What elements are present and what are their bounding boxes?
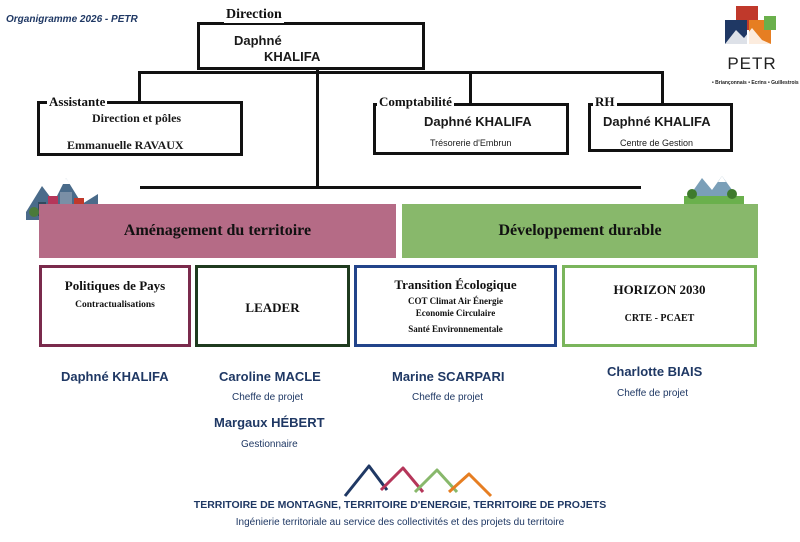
connector-rh [661, 71, 664, 104]
direction-name-line2: KHALIFA [264, 49, 321, 64]
theme-transition-sub-cot: COT Climat Air Énergie [408, 296, 503, 306]
page-title: Organigramme 2026 - PETR [6, 14, 138, 25]
rh-name: Daphné KHALIFA [603, 114, 711, 129]
mountains-icon [343, 464, 493, 498]
footer-subtitle: Ingénierie territoriale au service des c… [235, 517, 565, 528]
theme-transition-sub-economie: Economie Circulaire [415, 308, 496, 318]
connector-compta [469, 71, 472, 104]
assistante-name: Emmanuelle RAVAUX [67, 138, 184, 152]
assistante-label: Assistante [47, 94, 108, 110]
assistante-box [37, 101, 243, 156]
footer-tagline: TERRITOIRE DE MONTAGNE, TERRITOIRE D'ENE… [193, 499, 607, 511]
theme-leader-title: LEADER [245, 300, 300, 315]
rh-label: RH [593, 94, 617, 110]
pillar-amenagement-label: Aménagement du territoire [123, 222, 312, 239]
comptabilite-box [373, 103, 569, 155]
comptabilite-sub: Trésorerie d'Embrun [430, 138, 512, 148]
connector-assistante [138, 71, 141, 102]
direction-name: Daphné KHALIFA [234, 33, 320, 65]
theme-transition-sub: COT Climat Air Énergie Economie Circulai… [357, 295, 554, 335]
person-biais-name: Charlotte BIAIS [607, 364, 703, 379]
theme-horizon-title: HORIZON 2030 [613, 282, 706, 297]
theme-transition-ecologique: Transition Écologique COT Climat Air Éne… [354, 265, 557, 347]
logo-square-green [764, 16, 776, 30]
logo-tagline: • Briançonnais • Ecrins • Guillestrois •… [712, 80, 800, 86]
person-hebert-role: Gestionnaire [241, 439, 298, 450]
person-biais-role: Cheffe de projet [617, 388, 688, 399]
theme-politiques-de-pays: Politiques de Pays Contractualisations [39, 265, 191, 347]
person-khalifa-name: Daphné KHALIFA [61, 369, 169, 384]
person-scarpari-role: Cheffe de projet [412, 392, 483, 403]
person-hebert-name: Margaux HÉBERT [214, 415, 325, 430]
rh-box [588, 103, 733, 152]
direction-box [197, 22, 425, 70]
pillar-developpement: Développement durable [402, 204, 758, 258]
connector-horizontal-pillars [140, 186, 641, 189]
theme-politiques-title: Politiques de Pays [64, 278, 166, 293]
comptabilite-label: Comptabilité [377, 94, 454, 110]
person-macle-name: Caroline MACLE [219, 369, 321, 384]
connector-trunk [316, 70, 319, 188]
connector-horizontal-top [138, 71, 663, 74]
rh-sub: Centre de Gestion [620, 138, 694, 148]
theme-transition-sub-sante: Santé Environnementale [408, 324, 503, 334]
petr-logo [725, 6, 776, 44]
theme-transition-title: Transition Écologique [394, 277, 517, 292]
pillar-amenagement: Aménagement du territoire [39, 204, 396, 258]
person-macle-role: Cheffe de projet [232, 392, 303, 403]
theme-horizon-sub: CRTE - PCAET [624, 313, 695, 324]
direction-label: Direction [224, 7, 284, 23]
theme-horizon-2030: HORIZON 2030 CRTE - PCAET [562, 265, 757, 347]
direction-name-line1: Daphné [234, 33, 282, 48]
assistante-sub: Direction et pôles [92, 111, 182, 125]
logo-word: PETR [727, 54, 777, 73]
person-scarpari-name: Marine SCARPARI [392, 369, 505, 384]
theme-leader: LEADER [195, 265, 350, 347]
theme-politiques-sub: Contractualisations [75, 300, 155, 310]
pillar-developpement-label: Développement durable [498, 222, 662, 239]
comptabilite-name: Daphné KHALIFA [424, 114, 532, 129]
